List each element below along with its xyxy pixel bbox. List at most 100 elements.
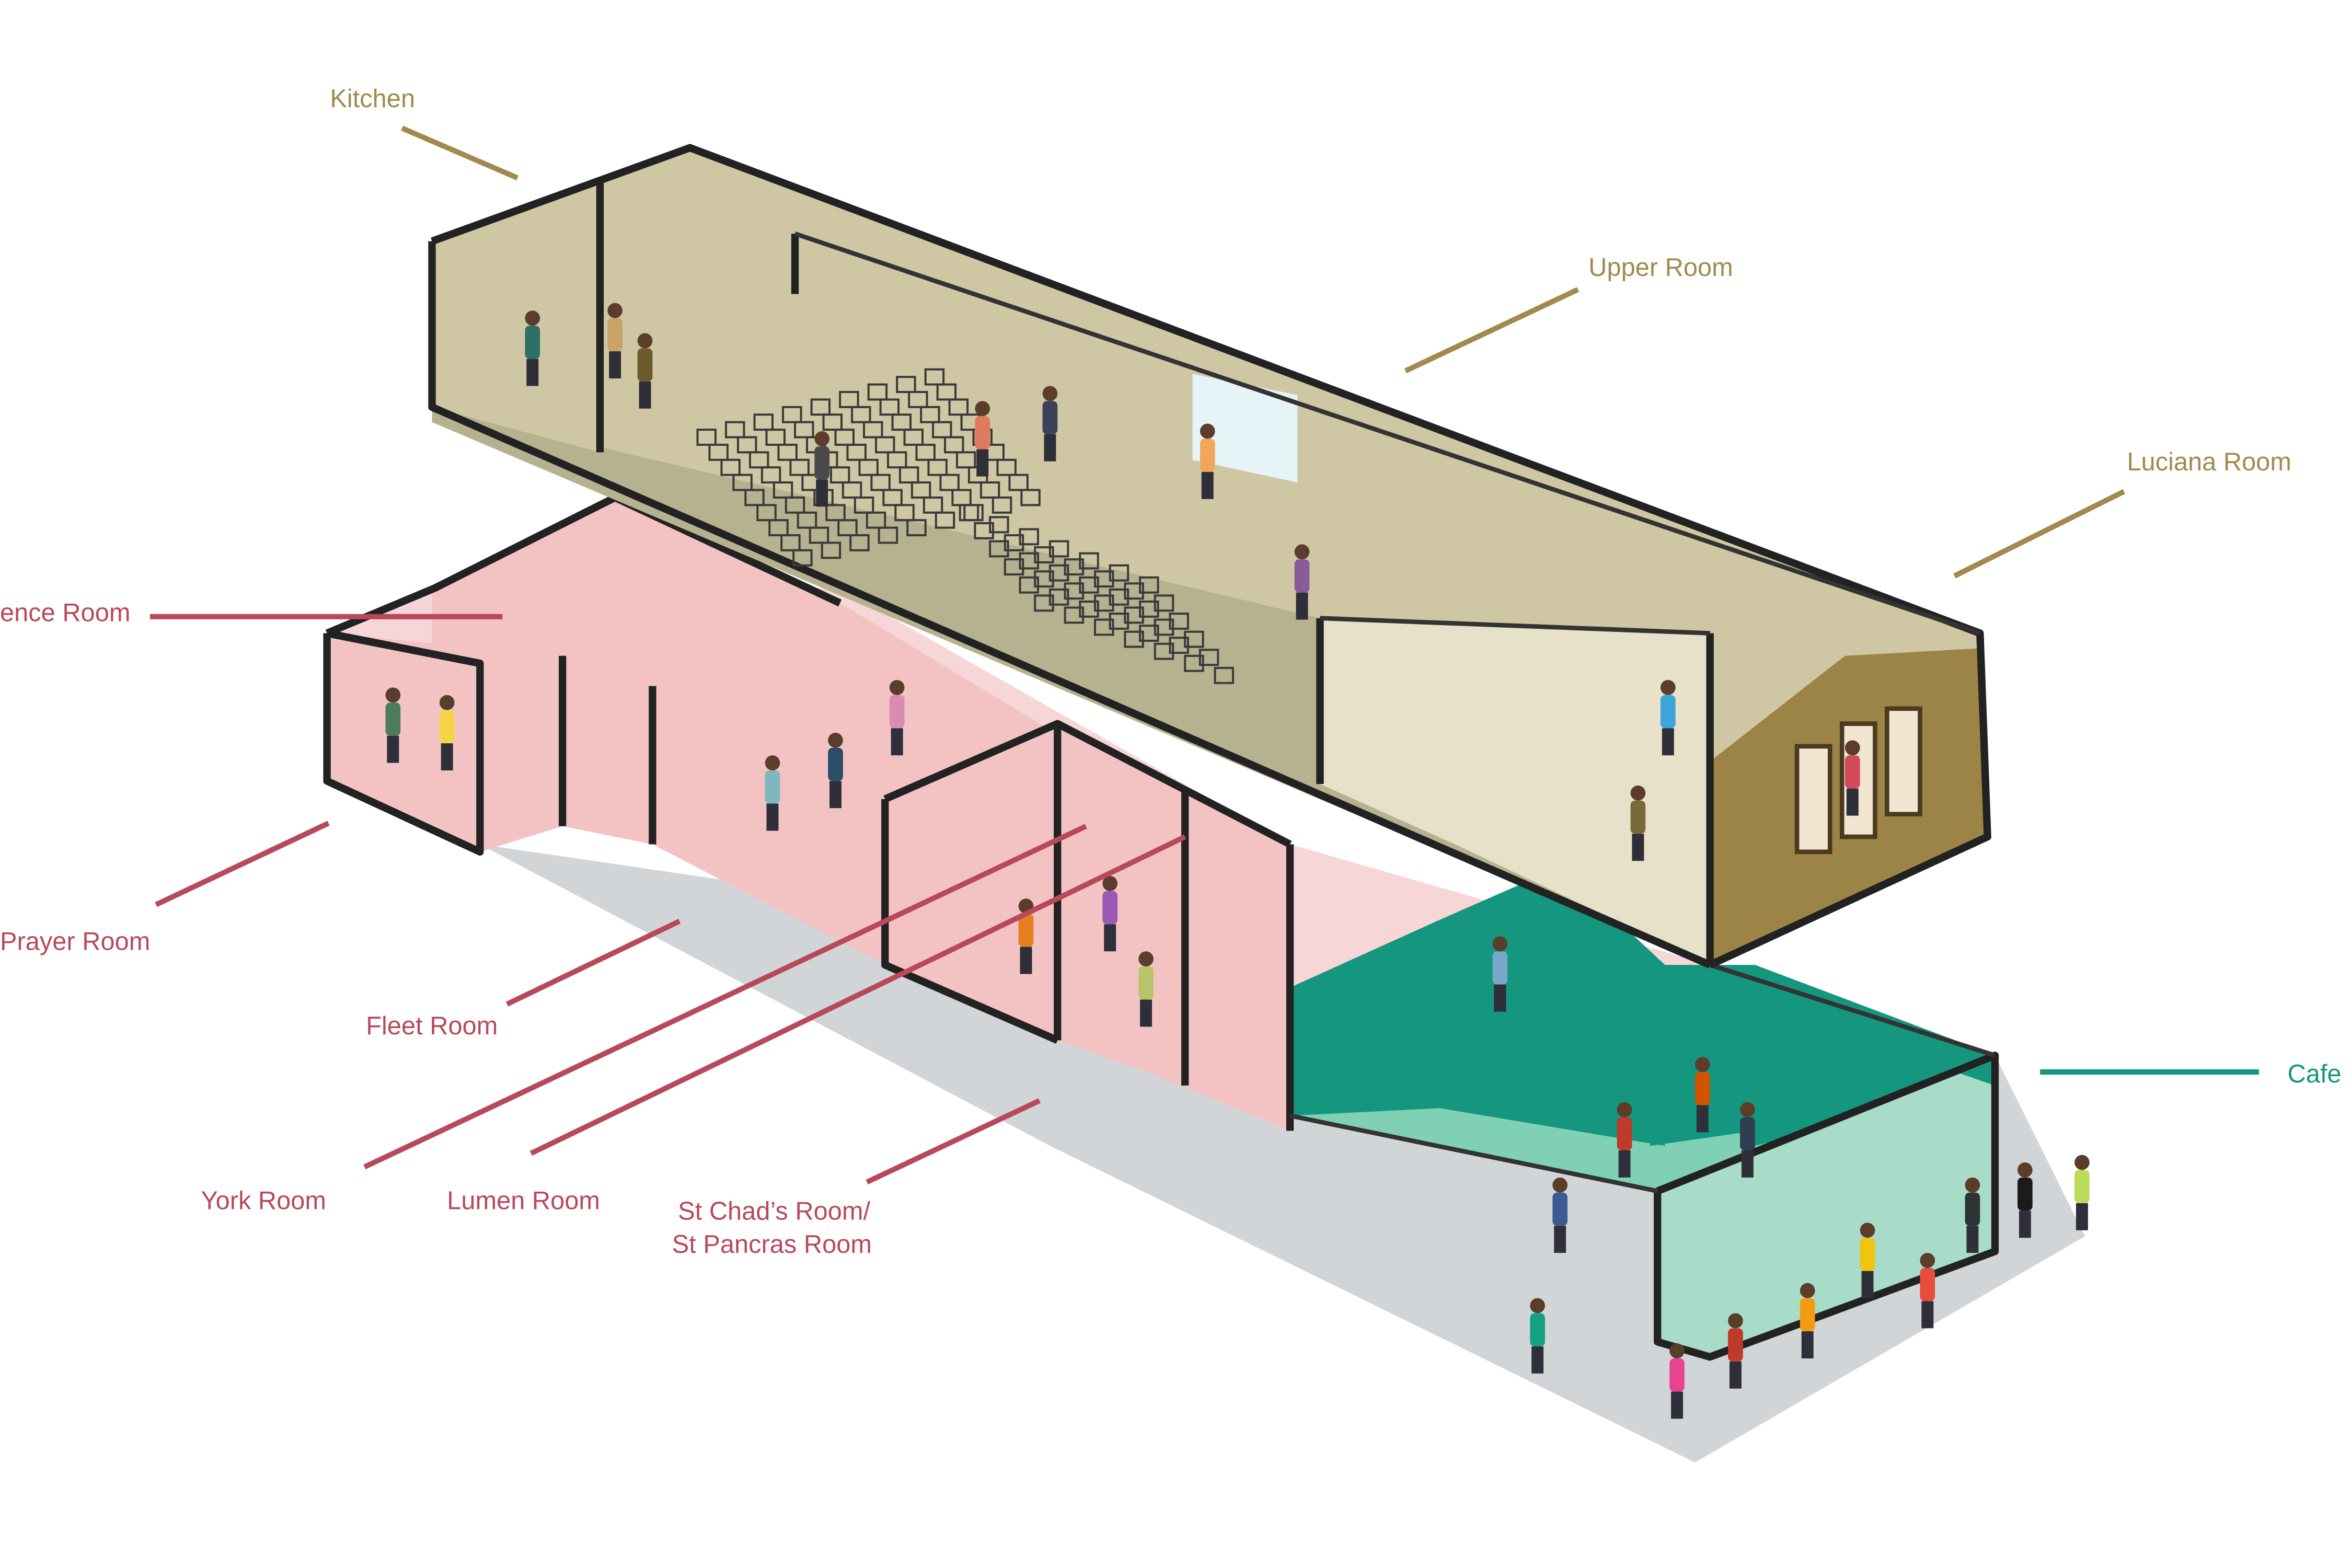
person-head: [439, 695, 455, 710]
chair: [851, 406, 871, 423]
cafe-stair-wall: [1650, 965, 1755, 1146]
chair: [1020, 489, 1041, 506]
person-body: [525, 326, 540, 359]
cafe-side-wall: [1440, 867, 1665, 1146]
chair: [903, 429, 924, 446]
person-body: [889, 695, 905, 729]
chair: [696, 429, 717, 446]
chair: [1109, 588, 1129, 606]
chair: [1094, 570, 1114, 588]
chair: [1169, 613, 1189, 630]
seating-rows: [696, 368, 1235, 684]
chair: [923, 496, 943, 514]
person-head: [525, 310, 540, 326]
person-body: [1042, 401, 1058, 434]
chair: [1169, 637, 1189, 654]
chair: [821, 541, 841, 559]
chair: [725, 421, 745, 439]
person-legs: [976, 449, 989, 477]
chair: [875, 436, 895, 454]
chair: [1004, 534, 1024, 551]
person-body: [1860, 1238, 1875, 1271]
chair: [1139, 576, 1159, 594]
person-body: [1630, 800, 1646, 834]
chair: [870, 474, 891, 491]
chair: [736, 436, 757, 454]
person-legs: [1966, 1226, 1979, 1253]
chair: [1198, 649, 1219, 666]
person-head: [1694, 1057, 1710, 1072]
chair: [1109, 613, 1129, 630]
chair: [989, 516, 1009, 534]
chair: [878, 526, 898, 544]
person-head: [889, 679, 905, 695]
chair: [920, 406, 940, 423]
person-legs: [526, 359, 539, 386]
chair: [809, 526, 829, 544]
chair: [1094, 618, 1114, 636]
person-head: [1552, 1177, 1568, 1193]
person-legs: [2076, 1203, 2088, 1230]
chair: [753, 413, 774, 431]
chair: [936, 383, 957, 401]
label-st-chads-room: St Chad’s Room/: [678, 1197, 870, 1226]
person-legs: [1618, 1150, 1631, 1178]
label-prayer-room: Prayer Room: [0, 927, 150, 955]
chair: [1094, 594, 1114, 612]
chair: [834, 429, 855, 446]
chair: [780, 534, 801, 551]
person-body: [1530, 1313, 1545, 1346]
person-legs: [639, 381, 651, 409]
person-head: [1294, 544, 1310, 560]
person-body: [1492, 951, 1508, 985]
chair: [948, 398, 969, 416]
person-body: [1844, 755, 1860, 789]
chair: [863, 421, 883, 439]
chair: [846, 443, 867, 461]
chair: [915, 443, 936, 461]
chair: [768, 519, 789, 537]
person-body: [1552, 1192, 1568, 1226]
chair: [898, 466, 919, 484]
person-head: [1844, 740, 1860, 756]
person-body: [1660, 695, 1676, 729]
person-head: [1660, 679, 1676, 695]
chair: [1124, 582, 1144, 600]
st-chads-room-leader-line: [866, 1098, 1041, 1185]
person-body: [1200, 439, 1215, 472]
chair: [910, 481, 931, 499]
person-head: [765, 755, 780, 771]
chair: [991, 496, 1012, 514]
person-head: [1138, 951, 1154, 967]
chair: [720, 458, 741, 476]
person-legs: [1296, 592, 1308, 620]
chair: [797, 511, 817, 529]
chair: [854, 496, 874, 514]
chair: [756, 504, 777, 522]
person-body: [1800, 1298, 1815, 1332]
label-lumen-room: Lumen Room: [447, 1186, 600, 1215]
chair: [782, 406, 802, 423]
person-body: [1138, 966, 1154, 1000]
person-head: [385, 687, 401, 703]
chair: [825, 504, 846, 522]
person-head: [1102, 875, 1118, 891]
person-legs: [1531, 1346, 1544, 1374]
luciana-room-leader-line: [1953, 489, 2126, 579]
chair: [841, 481, 862, 499]
person-head: [1042, 386, 1058, 401]
chair: [708, 443, 729, 461]
person-head: [828, 732, 843, 748]
person-legs: [766, 803, 779, 831]
person-head: [1617, 1102, 1632, 1117]
projection-screen: [1192, 374, 1298, 483]
person-body: [1669, 1358, 1685, 1392]
person-body: [2017, 1177, 2033, 1211]
chair: [1019, 528, 1039, 546]
chair: [1019, 552, 1039, 570]
person-legs: [2019, 1210, 2031, 1238]
person-head: [637, 333, 653, 349]
chair: [794, 421, 814, 439]
person-body: [1102, 891, 1118, 925]
